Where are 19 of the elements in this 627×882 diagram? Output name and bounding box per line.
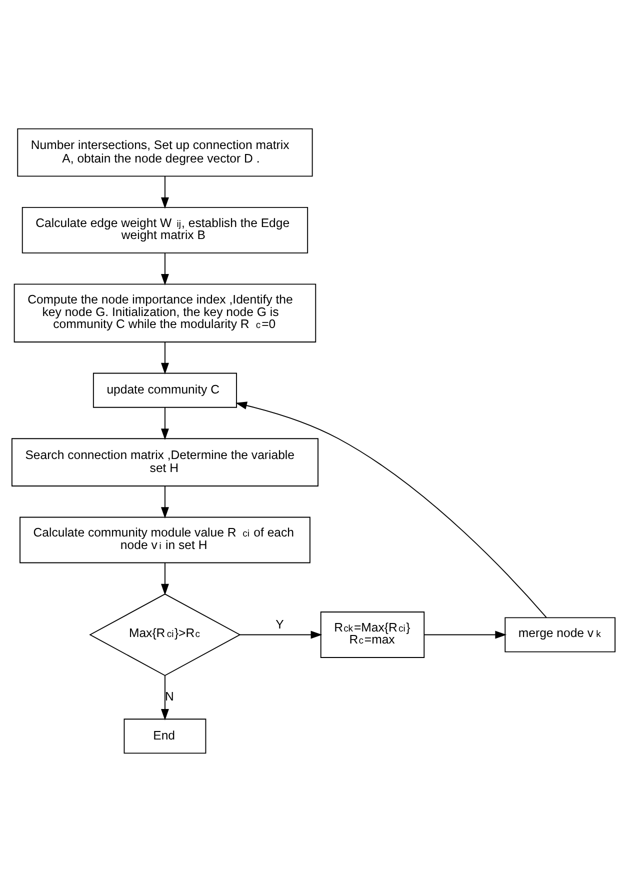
node-box: End — [124, 718, 206, 754]
arrow — [161, 176, 169, 209]
edge-label: Y — [276, 618, 284, 632]
arrow — [161, 675, 169, 720]
arrow — [161, 407, 169, 440]
node-box: Search connection matrix ,Determine the variable set H — [11, 438, 318, 486]
node-box: update community C — [92, 372, 237, 408]
edge-label: N — [164, 690, 174, 704]
arrow — [424, 630, 507, 639]
node-box: Rck=Max{Rci} Rc=max — [320, 612, 425, 658]
node-box: Number intersections, Set up connection matrix A, obtain the node degree vector D . — [17, 128, 313, 177]
arrow — [236, 402, 547, 618]
arrow — [161, 252, 169, 286]
arrow — [239, 630, 322, 639]
arrow — [161, 342, 169, 374]
node-diamond: Max{Rci}>Rc — [89, 593, 241, 676]
arrow — [161, 486, 169, 519]
node-box: merge node vk — [504, 617, 616, 652]
arrow — [161, 562, 169, 596]
